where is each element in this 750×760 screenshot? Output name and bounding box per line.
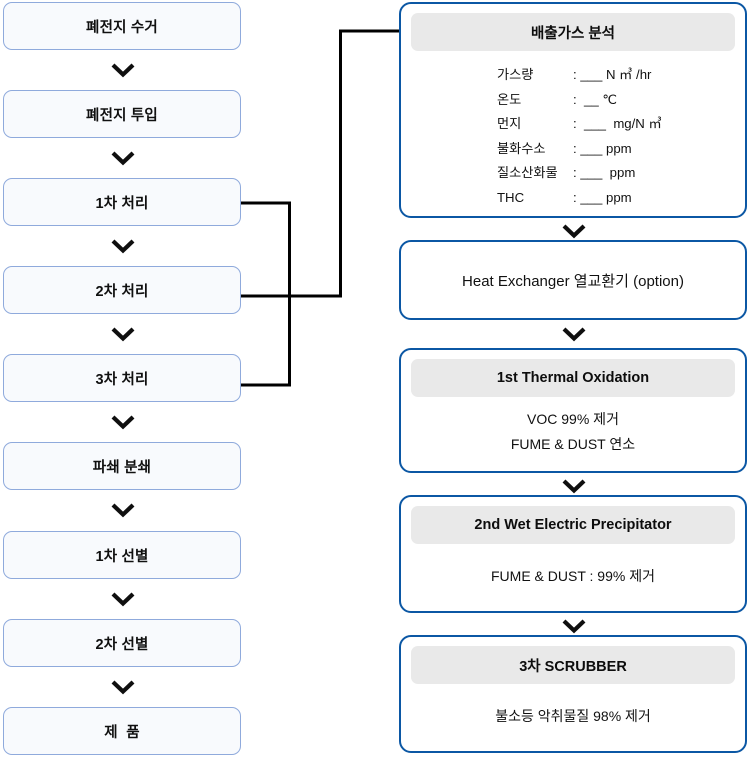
process-step-3rd-treatment[interactable]: 3차 처리	[3, 354, 241, 402]
exhaust-gas-spec-list: 가스량: ___ N ㎥ /hr 온도: __ ℃ 먼지: ___ mg/N ㎥…	[401, 63, 745, 210]
stage-3rd-scrubber[interactable]: 3차 SCRUBBER 불소등 악취물질 98% 제거	[399, 635, 747, 753]
process-step-label: 폐전지 투입	[86, 107, 158, 124]
process-step-label: 2차 선별	[95, 636, 149, 653]
stage-body-line: 불소등 악취물질 98% 제거	[495, 708, 651, 724]
process-step-2nd-treatment[interactable]: 2차 처리	[3, 266, 241, 314]
stage-body-line: VOC 99% 제거	[527, 411, 619, 427]
arrow-down-icon-8	[110, 679, 136, 695]
stage-header: 1st Thermal Oxidation	[411, 359, 735, 397]
spec-row-dust: 먼지: ___ mg/N ㎥	[497, 116, 662, 131]
arrow-down-icon-r4	[561, 618, 587, 634]
process-step-1st-sorting[interactable]: 1차 선별	[3, 531, 241, 579]
arrow-down-icon-1	[110, 62, 136, 78]
spec-row-thc: THC: ___ ppm	[497, 189, 632, 205]
process-step-product[interactable]: 제 품	[3, 707, 241, 755]
arrow-down-icon-6	[110, 502, 136, 518]
stage-header-label: 1st Thermal Oxidation	[496, 370, 650, 386]
process-step-label: 제 품	[104, 724, 140, 741]
stage-body: FUME & DUST : 99% 제거	[401, 544, 745, 589]
stage-header-label: Heat Exchanger 열교환기 (option)	[462, 272, 684, 290]
process-step-1st-treatment[interactable]: 1차 처리	[3, 178, 241, 226]
process-step-label: 1차 선별	[95, 548, 149, 565]
stage-header: 2nd Wet Electric Precipitator	[411, 506, 735, 544]
stage-body-line: FUME & DUST 연소	[510, 436, 636, 452]
process-step-crushing-grinding[interactable]: 파쇄 분쇄	[3, 442, 241, 490]
stage-header-label: 2nd Wet Electric Precipitator	[474, 517, 672, 533]
spec-row-hydrogen-fluoride: 불화수소: ___ ppm	[497, 140, 632, 156]
spec-row-temperature: 온도: __ ℃	[497, 91, 618, 107]
stage-header: 3차 SCRUBBER	[411, 646, 735, 684]
spec-row-nitrogen-oxides: 질소산화물: ___ ppm	[497, 165, 636, 180]
stage-header-label: 배출가스 분석	[530, 25, 616, 42]
arrow-down-icon-3	[110, 238, 136, 254]
arrow-down-icon-7	[110, 591, 136, 607]
spec-row-gas-flow: 가스량: ___ N ㎥ /hr	[497, 67, 652, 82]
process-step-label: 폐전지 수거	[86, 19, 158, 36]
arrow-down-icon-r1	[561, 223, 587, 239]
process-step-waste-battery-collection[interactable]: 폐전지 수거	[3, 2, 241, 50]
stage-body: VOC 99% 제거 FUME & DUST 연소	[401, 397, 745, 457]
stage-body-line: FUME & DUST : 99% 제거	[491, 568, 655, 584]
stage-body: 불소등 악취물질 98% 제거	[401, 684, 745, 729]
process-step-label: 1차 처리	[95, 195, 149, 212]
process-step-label: 파쇄 분쇄	[92, 459, 152, 476]
stage-exhaust-gas-analysis[interactable]: 배출가스 분석 가스량: ___ N ㎥ /hr 온도: __ ℃ 먼지: __…	[399, 2, 747, 218]
stage-1st-thermal-oxidation[interactable]: 1st Thermal Oxidation VOC 99% 제거 FUME & …	[399, 348, 747, 473]
process-step-waste-battery-input[interactable]: 폐전지 투입	[3, 90, 241, 138]
stage-2nd-wet-electric-precipitator[interactable]: 2nd Wet Electric Precipitator FUME & DUS…	[399, 495, 747, 613]
arrow-down-icon-r3	[561, 478, 587, 494]
arrow-down-icon-r2	[561, 326, 587, 342]
process-step-label: 3차 처리	[95, 371, 149, 388]
stage-header-label: 3차 SCRUBBER	[519, 658, 627, 675]
arrow-down-icon-4	[110, 326, 136, 342]
process-step-2nd-sorting[interactable]: 2차 선별	[3, 619, 241, 667]
arrow-down-icon-2	[110, 150, 136, 166]
arrow-down-icon-5	[110, 414, 136, 430]
stage-header: 배출가스 분석	[411, 13, 735, 51]
process-step-label: 2차 처리	[95, 283, 149, 300]
stage-heat-exchanger[interactable]: Heat Exchanger 열교환기 (option)	[399, 240, 747, 320]
